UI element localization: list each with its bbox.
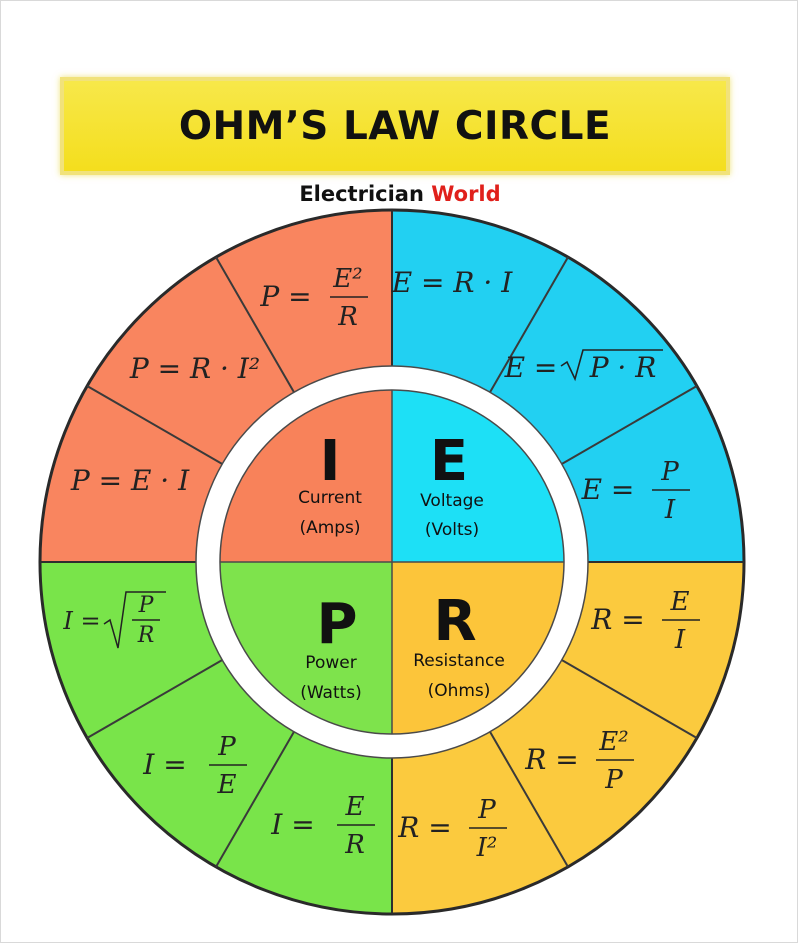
formula-power-3: P = E · I: [70, 464, 190, 497]
formula-resistance-1: R = EI: [590, 587, 700, 655]
formula-numerator: E: [670, 587, 690, 617]
formula-denominator: E: [217, 770, 237, 800]
sector-divider: [489, 731, 569, 868]
formula-lhs: E =: [504, 351, 558, 384]
formula-current-3: I = ER: [270, 792, 375, 860]
sector-divider: [489, 256, 569, 393]
sqrt-sign: [103, 591, 166, 649]
power-center: [220, 562, 392, 734]
inner-circle: [195, 365, 589, 759]
brand-logo: Electrician World: [0, 182, 800, 206]
formula-denominator: I²: [476, 833, 498, 863]
quantity-name: Voltage: [420, 491, 484, 511]
voltage-center: [392, 390, 564, 562]
quantity-letter: I: [320, 429, 341, 494]
quantity-letter: R: [433, 589, 476, 654]
formula-lhs: R =: [590, 603, 644, 636]
formula-radicand: P · R: [589, 351, 657, 384]
formula-denominator: P: [604, 765, 623, 795]
formula-lhs: I =: [142, 748, 186, 781]
brand-name-part2: World: [431, 182, 501, 206]
quantity-unit: (Watts): [300, 683, 362, 703]
sector-divider: [86, 385, 223, 465]
formula-denominator: I: [674, 625, 686, 655]
sqrt-sign: [560, 349, 663, 382]
formula-numerator: P: [217, 732, 236, 762]
formula-numerator: E: [345, 792, 365, 822]
quantity-unit: (Ohms): [428, 681, 491, 701]
formula-current-2: I = PE: [142, 732, 247, 800]
quantity-unit: (Amps): [299, 518, 360, 538]
formula-denominator: R: [344, 830, 365, 860]
formula-layer: P = E² R P = R · I² P = E · I E = R · I E = P ·…: [62, 264, 700, 863]
resistance-center: [392, 562, 564, 734]
formula-numerator: E²: [332, 264, 362, 294]
quantity-name: Current: [298, 488, 362, 508]
formula-resistance-3: R = P I²: [397, 795, 507, 863]
formula-text: P = E · I: [70, 464, 190, 497]
formula-lhs: I =: [62, 607, 100, 635]
formula-text: P = R · I²: [129, 352, 260, 385]
title-banner: OHM’S LAW CIRCLE: [60, 77, 730, 175]
quantity-name: Resistance: [413, 651, 505, 671]
formula-power-2: P = R · I²: [129, 352, 260, 385]
quantity-letter: E: [430, 429, 468, 494]
sector-divider: [561, 385, 698, 465]
quantity-letter: P: [316, 592, 357, 657]
formula-numerator: E²: [598, 727, 628, 757]
formula-lhs: P =: [259, 280, 311, 313]
formula-voltage-2: E = P · R: [504, 349, 663, 384]
formula-resistance-2: R = E² P: [524, 727, 634, 795]
quantity-unit: (Volts): [425, 520, 479, 540]
formula-numerator: P: [660, 457, 679, 487]
formula-numerator: P: [477, 795, 496, 825]
formula-lhs: E =: [581, 473, 635, 506]
formula-lhs: R =: [524, 743, 578, 776]
formula-lhs: R =: [397, 811, 451, 844]
formula-denominator: I: [664, 495, 676, 525]
formula-denominator: R: [337, 302, 358, 332]
sector-divider: [215, 731, 295, 868]
formula-numerator: P: [138, 593, 155, 618]
formula-voltage-3: E = PI: [581, 457, 690, 525]
current-center: [220, 390, 392, 562]
formula-lhs: I =: [270, 808, 314, 841]
formula-denominator: R: [137, 623, 155, 648]
sector-divider: [561, 659, 698, 739]
formula-current-1: I = PR: [62, 591, 166, 649]
quantity-name: Power: [305, 653, 356, 673]
formula-power-1: P = E² R: [259, 264, 368, 332]
sector-divider: [86, 659, 223, 739]
brand-name-part1: Electrician: [299, 182, 424, 206]
sector-divider: [215, 256, 295, 393]
formula-text: E = R · I: [391, 266, 513, 299]
page-title: OHM’S LAW CIRCLE: [178, 103, 612, 149]
formula-voltage-1: E = R · I: [391, 266, 513, 299]
